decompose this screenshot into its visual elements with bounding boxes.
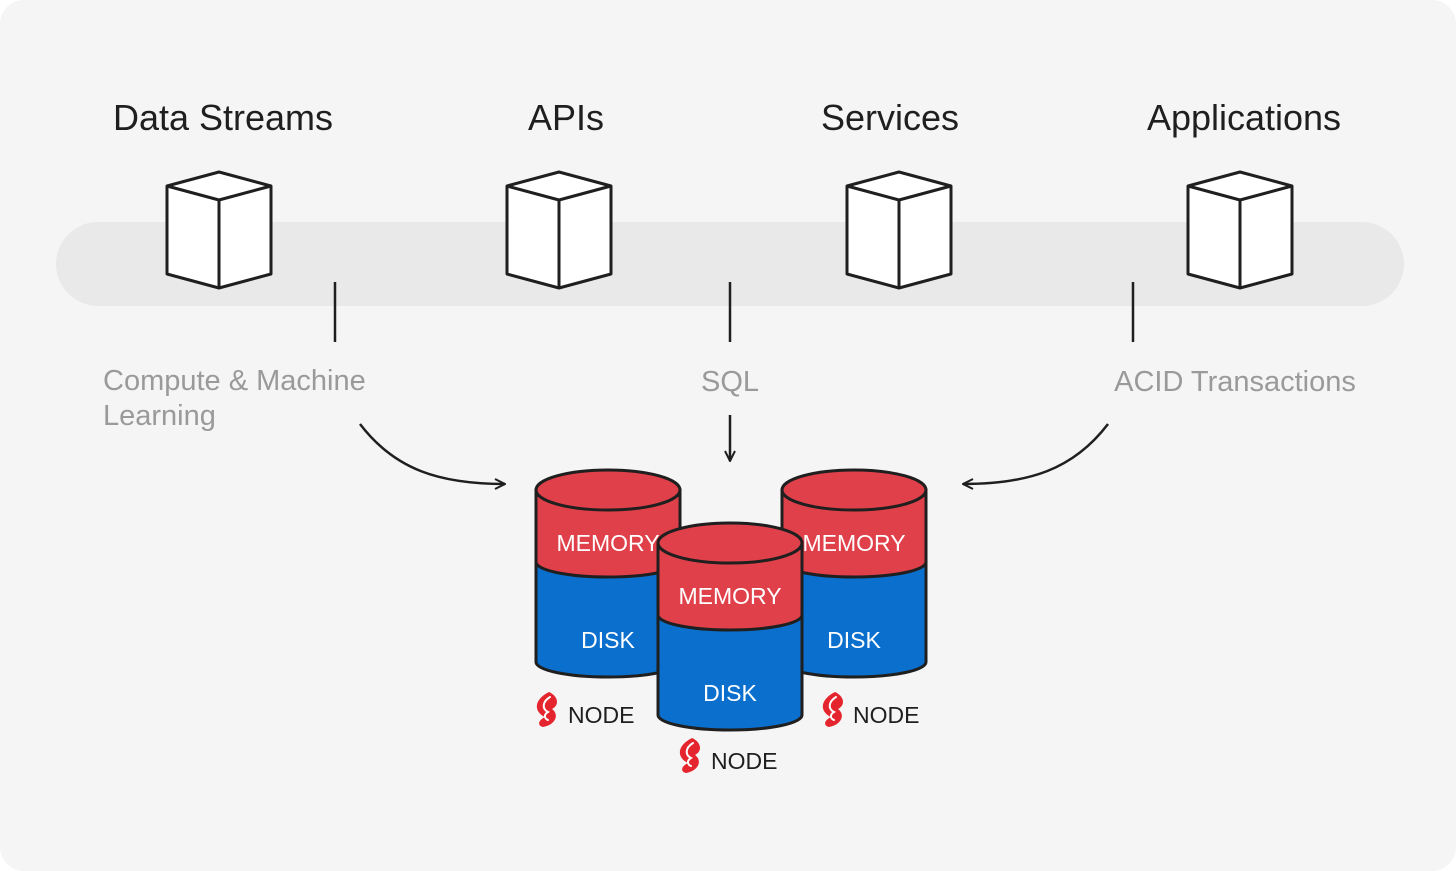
data-streams-cube-icon	[165, 170, 273, 290]
node-left-label: NODE	[568, 702, 634, 728]
interface-band	[56, 222, 1404, 306]
node-center-disk-label: DISK	[703, 680, 757, 706]
label-compute-machine-learning: Compute & Machine Learning	[103, 365, 374, 432]
arrow-right	[963, 423, 1109, 484]
node-left-disk-label: DISK	[581, 627, 635, 653]
node-cylinder-center: MEMORY DISK	[656, 521, 804, 732]
node-center-memory-label: MEMORY	[678, 583, 781, 609]
heading-applications: Applications	[1147, 97, 1341, 138]
arrow-left	[359, 423, 505, 484]
label-sql: SQL	[701, 366, 759, 398]
label-acid-transactions: ACID Transactions	[1114, 366, 1356, 398]
label-compute-line2: Learning	[103, 400, 216, 432]
apis-cube-icon	[505, 170, 613, 290]
heading-data-streams: Data Streams	[113, 97, 333, 138]
node-center-label: NODE	[711, 748, 777, 774]
node-cylinder-left: MEMORY DISK	[534, 468, 682, 679]
node-right-label: NODE	[853, 702, 919, 728]
label-compute-line1: Compute & Machine	[103, 365, 366, 397]
services-cube-icon	[845, 170, 953, 290]
node-left-memory-label: MEMORY	[556, 530, 659, 556]
node-right-disk-label: DISK	[827, 627, 881, 653]
heading-apis: APIs	[528, 97, 604, 138]
applications-cube-icon	[1186, 170, 1294, 290]
node-right-memory-label: MEMORY	[802, 530, 905, 556]
heading-services: Services	[821, 97, 959, 138]
node-cylinder-right: MEMORY DISK	[780, 468, 928, 679]
